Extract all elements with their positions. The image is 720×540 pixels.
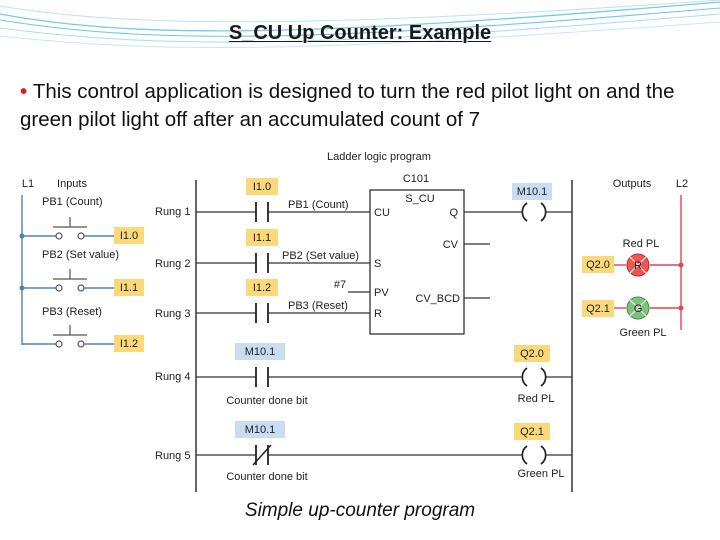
lamp-green-tag	[582, 300, 614, 317]
counter-pin-q: Q	[449, 207, 458, 219]
rung5-coil-desc: Green PL	[517, 468, 564, 480]
rung4-coil-tag	[514, 345, 550, 362]
rung4-coil-symbol	[521, 367, 547, 387]
red-lamp-icon	[626, 253, 650, 277]
rung4-contact-address: M10.1	[245, 346, 276, 358]
ladder-diagram: Ladder logic program L1 Inputs Outputs L…	[19, 151, 688, 492]
pb3-label: PB3 (Reset)	[42, 306, 102, 318]
contact-1-tag	[246, 178, 278, 195]
pb1-tag	[114, 227, 144, 244]
decorative-waves	[0, 0, 720, 49]
diagram-heading: Ladder logic program	[327, 151, 431, 163]
rung4-contact-tag	[235, 343, 285, 360]
rung-3-label: Rung 3	[155, 308, 190, 320]
counter-block	[369, 189, 465, 335]
rung5-coil-address: Q2.1	[520, 426, 544, 438]
rung4-coil-desc: Red PL	[518, 393, 555, 405]
rung-1-label: Rung 1	[155, 206, 190, 218]
outputs-label: Outputs	[613, 178, 652, 190]
counter-preset: #7	[334, 279, 346, 291]
counter-pin-cv-bcd: CV_BCD	[415, 293, 460, 305]
lamp-red-tag	[582, 256, 614, 273]
contact-3-tag	[246, 279, 278, 296]
rung5-coil-symbol	[521, 445, 547, 465]
contact-1-desc: PB1 (Count)	[288, 199, 349, 211]
rung5-contact-tag	[235, 421, 285, 438]
inputs-label: Inputs	[57, 178, 87, 190]
lamp-red-name: Red PL	[623, 238, 660, 250]
counter-pin-cv: CV	[443, 239, 459, 251]
counter-pin-cu: CU	[374, 207, 390, 219]
lamp-red-address: Q2.0	[586, 259, 610, 271]
contact-1-address: I1.0	[253, 181, 271, 193]
rung-4-label: Rung 4	[155, 371, 190, 383]
input-rail-dots	[19, 233, 25, 291]
figure-caption: Simple up-counter program	[244, 500, 476, 521]
contact-3-desc: PB3 (Reset)	[288, 300, 348, 312]
lamp-green-letter: G	[634, 303, 643, 315]
contact-3-address: I1.2	[253, 282, 271, 294]
coil-m-address: M10.1	[517, 186, 548, 198]
bullet-dot: •	[20, 80, 33, 103]
counter-pin-pv: PV	[374, 287, 389, 299]
counter-name: C101	[403, 173, 429, 185]
rung-5-label: Rung 5	[155, 450, 190, 462]
output-wiring	[614, 264, 681, 309]
rung5-coil-tag	[514, 423, 550, 440]
lamp-green-name: Green PL	[619, 327, 666, 339]
contact-2-tag	[246, 229, 278, 246]
counter-type: S_CU	[405, 193, 434, 205]
contact-symbols	[252, 202, 272, 466]
pb2-address: I1.1	[120, 282, 138, 294]
coil-m-symbol	[521, 202, 547, 222]
slide-title: S_CU Up Counter: Example	[228, 22, 492, 44]
coil-m-tag	[512, 183, 552, 200]
counter-pin-r: R	[374, 308, 382, 320]
input-wiring	[21, 195, 114, 345]
rung-wires	[196, 211, 572, 456]
rung4-coil-address: Q2.0	[520, 348, 544, 360]
lamp-green-address: Q2.1	[586, 303, 610, 315]
pb3-tag	[114, 335, 144, 352]
rung5-contact-address: M10.1	[245, 424, 276, 436]
pb2-tag	[114, 279, 144, 296]
bullet-text: • This control application is designed t…	[20, 78, 710, 134]
counter-pin-s: S	[374, 258, 381, 270]
contact-2-address: I1.1	[253, 232, 271, 244]
bullet-text-content: This control application is designed to …	[20, 80, 675, 131]
rung4-contact-desc: Counter done bit	[226, 395, 307, 407]
output-dots	[678, 262, 684, 311]
pb3-address: I1.2	[120, 338, 138, 350]
contact-2-desc: PB2 (Set value)	[282, 250, 359, 262]
l2-label: L2	[676, 178, 688, 190]
pb1-label: PB1 (Count)	[42, 196, 103, 208]
lamp-red-letter: R	[634, 260, 642, 272]
pb2-label: PB2 (Set value)	[42, 249, 119, 261]
rung5-contact-desc: Counter done bit	[226, 471, 307, 483]
green-lamp-icon	[626, 296, 650, 320]
l1-label: L1	[22, 178, 34, 190]
rung-2-label: Rung 2	[155, 258, 190, 270]
pushbutton-symbols	[53, 217, 87, 348]
pb1-address: I1.0	[120, 230, 138, 242]
